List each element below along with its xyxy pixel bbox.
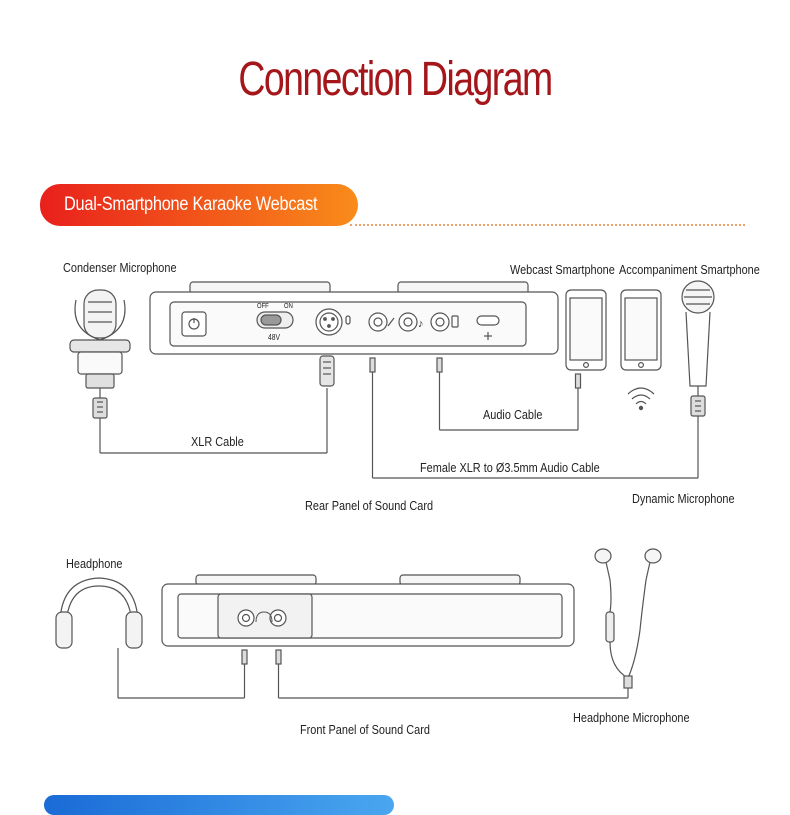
accompaniment-smartphone <box>620 289 662 371</box>
headphone-label: Headphone <box>66 556 123 571</box>
audio-cable-label: Audio Cable <box>483 407 543 422</box>
xlr-cable <box>99 355 335 454</box>
headphone-microphone-label: Headphone Microphone <box>573 710 690 725</box>
headphone-mic-cable <box>275 649 629 699</box>
wifi-icon <box>627 387 655 411</box>
headphone-cable <box>118 649 248 699</box>
page-title: Connection Diagram <box>238 53 553 106</box>
female-xlr-cable <box>369 357 699 479</box>
accompaniment-smartphone-label: Accompaniment Smartphone <box>619 262 760 277</box>
svg-text:♪: ♪ <box>418 318 424 330</box>
section-banner: Dual-Smartphone Karaoke Webcast <box>40 184 358 226</box>
headphone <box>55 577 143 698</box>
webcast-smartphone-label: Webcast Smartphone <box>510 262 615 277</box>
audio-cable <box>436 357 582 431</box>
dynamic-microphone <box>681 280 715 417</box>
banner-divider <box>350 224 745 226</box>
condenser-microphone <box>69 289 131 419</box>
next-section-banner <box>44 795 394 815</box>
female-xlr-cable-label: Female XLR to Ø3.5mm Audio Cable <box>420 460 600 475</box>
switch-off-label: OFF <box>257 303 269 310</box>
rear-sound-card: ♪ <box>149 281 559 355</box>
webcast-smartphone <box>565 289 607 371</box>
dynamic-microphone-label: Dynamic Microphone <box>632 491 735 506</box>
headphone-microphone <box>594 548 662 689</box>
front-sound-card <box>161 574 575 647</box>
rear-panel-label: Rear Panel of Sound Card <box>305 498 434 513</box>
switch-on-label: ON <box>284 303 293 310</box>
front-panel-label: Front Panel of Sound Card <box>300 722 430 737</box>
xlr-cable-label: XLR Cable <box>191 434 244 449</box>
condenser-microphone-label: Condenser Microphone <box>63 260 177 275</box>
switch-48v-label: 48V <box>268 333 280 342</box>
